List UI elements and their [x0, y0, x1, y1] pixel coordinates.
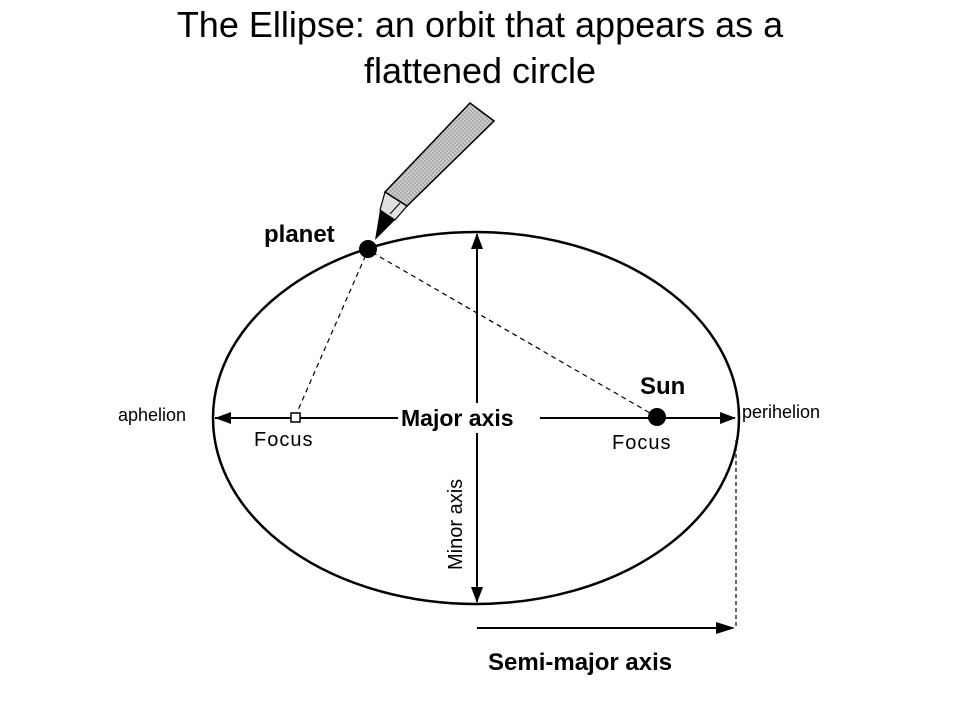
diagram-title: The Ellipse: an orbit that appears as a …: [0, 2, 960, 94]
aphelion-label: aphelion: [118, 405, 186, 425]
sun-marker: [648, 408, 666, 426]
minor-axis-line: [471, 233, 483, 603]
perihelion-label: perihelion: [742, 402, 820, 422]
sun-label: Sun: [640, 373, 685, 400]
orbit-ellipse: [211, 230, 741, 606]
semi-major-axis-arrow: [477, 622, 735, 634]
planet-marker: [359, 240, 377, 258]
focus-label-left: Focus: [254, 429, 313, 451]
title-line-1: The Ellipse: an orbit that appears as a: [176, 4, 784, 45]
title-line-2: flattened circle: [363, 50, 597, 91]
planet-label: planet: [264, 221, 335, 248]
focus-label-right: Focus: [612, 432, 671, 454]
sun-to-planet-line: [367, 249, 658, 418]
semi-major-axis-label: Semi-major axis: [488, 649, 672, 676]
minor-axis-label: Minor axis: [445, 479, 467, 570]
focus-to-planet-line: [294, 249, 369, 418]
pencil-icon: [375, 102, 496, 240]
major-axis-line: [215, 412, 736, 424]
major-axis-label: Major axis: [401, 405, 514, 431]
empty-focus-marker: [290, 412, 301, 423]
